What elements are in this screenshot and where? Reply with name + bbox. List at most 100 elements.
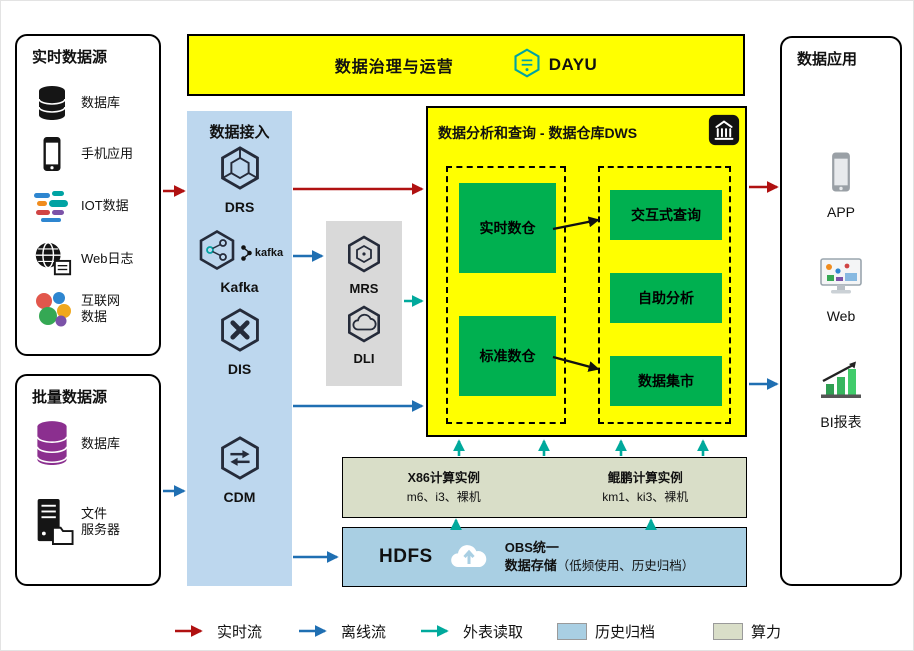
data-ingestion-title: 数据接入 [209,124,270,141]
service-label: CDM [223,489,256,505]
legend-item-realtime-flow: 实时流 [173,616,262,646]
legend-label: 离线流 [341,623,387,641]
lake-services-panel: MRS DLI [326,221,402,386]
realtime-sources-title: 实时数据源 [32,49,108,66]
obs-cloud-icon [446,539,492,576]
source-item-web-log: Web日志 [30,236,158,282]
web-log-icon [30,236,74,282]
kafka-symbol-icon [241,244,252,261]
obs-storage-text: OBS统一 数据存储（低频使用、历史归档） [505,539,695,575]
source-item-label: 互联网 数据 [81,292,121,324]
obs-note: （低频使用、历史归档） [556,559,695,573]
database-purple-icon [30,416,74,472]
governance-title: 数据治理与运营 [334,59,454,76]
legend-label: 外表读取 [463,623,524,641]
governance-banner: 数据治理与运营 DAYU [187,34,745,96]
app-phone-icon [825,150,857,199]
drs-hexagon-icon [217,145,263,196]
source-item-label: 数据库 [81,94,121,110]
cdm-hexagon-icon [217,435,263,486]
source-item-iot: IOT数据 [30,183,158,229]
kunpeng-compute: 鲲鹏计算实例 km1、ki3、裸机 [545,458,747,517]
warehouse-group: 实时数仓 标准数仓 [446,166,566,424]
web-monitor-icon [818,256,864,303]
kafka-hexagon-icon [196,229,238,276]
app-item-label: APP [826,204,855,220]
obs-title-line2: 数据存储 [504,558,557,573]
dayu-logo: DAYU [512,48,598,83]
database-icon [30,80,74,126]
batch-sources-panel: 批量数据源 数据库 文件 服务器 [15,374,161,586]
kafka-icon-row: kafka [196,229,283,276]
interactive-query-box: 交互式查询 [610,190,722,240]
legend-label: 实时流 [217,623,263,641]
offline-flow-arrow-icon [299,625,327,637]
source-item-label: 文件 服务器 [81,505,121,537]
service-dis: DIS [187,307,292,377]
iot-icon [30,183,74,229]
compute-swatch [713,622,743,640]
service-label: DIS [227,361,252,377]
source-item-mobile-app: 手机应用 [30,131,158,177]
source-item-database: 数据库 [30,80,158,126]
service-drs: DRS [187,145,292,215]
x86-compute-title: X86计算实例 [407,471,480,486]
legend: 实时流 离线流 外表读取 历史归档 算力 [1,614,913,650]
realtime-sources-panel: 实时数据源 数据库 手机应用 IOT数据 Web日志 [15,34,161,356]
data-applications-title: 数据应用 [797,51,858,68]
batch-sources-title: 批量数据源 [32,389,108,406]
service-label: Kafka [220,279,259,295]
data-mart-box: 数据集市 [610,356,722,406]
app-item-label: Web [826,308,856,324]
legend-item-archive: 历史归档 [557,616,655,646]
bi-chart-icon [818,360,864,407]
service-label: DLI [353,351,375,366]
obs-title-line1: OBS统一 [504,540,559,556]
archive-swatch [557,622,587,640]
self-service-analysis-box: 自助分析 [610,273,722,323]
mrs-hexagon-icon [345,235,383,278]
file-server-icon [30,494,74,550]
source-item-label: 手机应用 [81,145,134,161]
dayu-logo-text: DAYU [548,55,598,74]
analytics-group: 交互式查询 自助分析 数据集市 [598,166,731,424]
realtime-flow-arrow-icon [175,625,203,637]
source-item-file-server: 文件 服务器 [30,494,158,550]
source-item-label: Web日志 [81,250,134,266]
service-label: MRS [349,281,379,296]
warehouse-building-icon [708,114,740,151]
dws-panel: 数据分析和查询 - 数据仓库DWS 实时数仓 标准数仓 交互式查询 自助分析 数… [426,106,747,437]
source-item-database-batch: 数据库 [30,416,158,472]
phone-icon [30,131,74,177]
storage-panel: HDFS OBS统一 数据存储（低频使用、历史归档） [342,527,747,587]
compute-instances-panel: X86计算实例 m6、i3、裸机 鲲鹏计算实例 km1、ki3、裸机 [342,457,747,518]
legend-item-external-read: 外表读取 [419,616,523,646]
kunpeng-compute-title: 鲲鹏计算实例 [607,471,683,486]
external-read-arrow-icon [421,625,449,637]
service-kafka: kafka Kafka [187,229,292,295]
dayu-logo-icon [512,48,542,83]
x86-compute: X86计算实例 m6、i3、裸机 [343,458,545,517]
source-item-internet-data: 互联网 数据 [30,286,158,332]
internet-data-icon [30,286,74,332]
dis-hexagon-icon [217,307,263,358]
data-ingestion-panel: 数据接入 DRS kafka Kafka DIS [187,111,292,586]
app-item-bi: BI报表 [782,360,900,432]
service-dli: DLI [326,305,402,366]
app-item-label: BI报表 [820,414,862,430]
service-mrs: MRS [326,235,402,296]
realtime-warehouse-box: 实时数仓 [459,183,556,273]
dli-hexagon-icon [345,305,383,348]
kafka-wordmark: kafka [240,244,283,262]
service-cdm: CDM [187,435,292,505]
legend-item-offline-flow: 离线流 [297,616,386,646]
legend-item-compute: 算力 [713,616,781,646]
dws-header: 数据分析和查询 - 数据仓库DWS [438,114,740,151]
app-item-app: APP [782,150,900,220]
standard-warehouse-box: 标准数仓 [459,316,556,396]
source-item-label: IOT数据 [81,197,129,213]
hdfs-label: HDFS [379,546,433,567]
legend-label: 历史归档 [595,623,656,641]
legend-label: 算力 [751,623,782,641]
